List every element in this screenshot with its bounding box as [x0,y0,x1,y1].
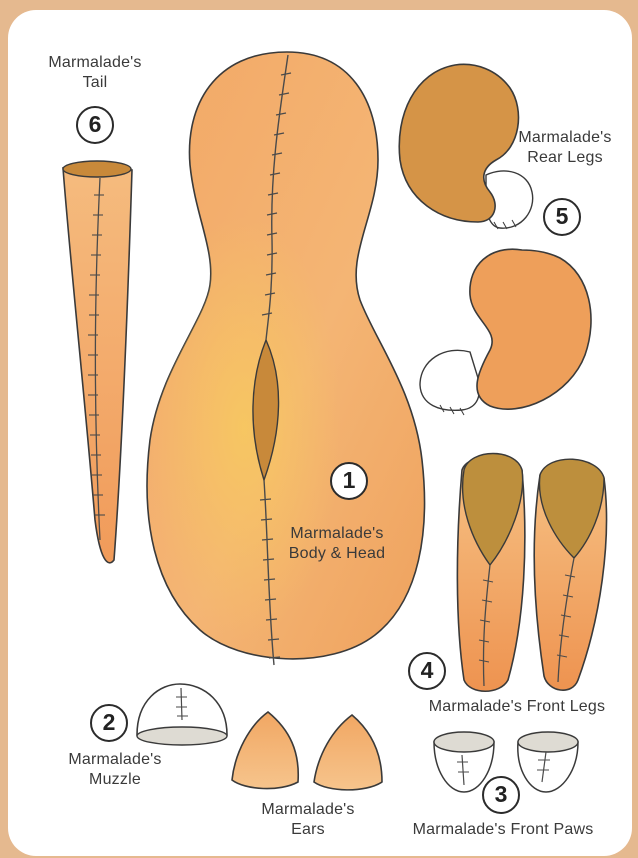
piece-number-1-badge: 1 [330,462,368,500]
muzzle-label-line1: Marmalade's [45,750,185,770]
rear-legs-label: Marmalade's Rear Legs [500,128,630,168]
ears-label: Marmalade's Ears [238,800,378,840]
front-leg-piece-left [457,454,524,692]
piece-number-4-badge: 4 [408,652,446,690]
tail-piece [63,161,132,563]
piece-number-2-badge: 2 [90,704,128,742]
piece-number-5-badge: 5 [543,198,581,236]
rear-legs-label-line2: Rear Legs [500,148,630,168]
ears-label-line2: Ears [238,820,378,840]
front-paws-label-line1: Marmalade's Front Paws [383,820,623,840]
body-head-label-line2: Body & Head [262,544,412,564]
muzzle-piece [137,684,227,745]
ears-label-line1: Marmalade's [238,800,378,820]
tail-label-line2: Tail [30,73,160,93]
body-head-label: Marmalade's Body & Head [262,524,412,564]
body-head-piece [147,52,424,665]
muzzle-label: Marmalade's Muzzle [45,750,185,790]
piece-number-3-badge: 3 [482,776,520,814]
front-leg-piece-right [534,459,606,690]
piece-number-6-badge: 6 [76,106,114,144]
tail-label: Marmalade's Tail [30,53,160,93]
front-legs-label-line1: Marmalade's Front Legs [404,697,630,717]
ear-piece-right [314,715,382,790]
front-paws-label: Marmalade's Front Paws [383,820,623,840]
front-legs-label: Marmalade's Front Legs [404,697,630,717]
rear-legs-label-line1: Marmalade's [500,128,630,148]
rear-leg-piece-bottom [420,249,591,415]
ear-piece-left [232,712,298,789]
body-head-label-line1: Marmalade's [262,524,412,544]
muzzle-label-line2: Muzzle [45,770,185,790]
front-paw-piece-right [518,732,578,792]
tail-label-line1: Marmalade's [30,53,160,73]
